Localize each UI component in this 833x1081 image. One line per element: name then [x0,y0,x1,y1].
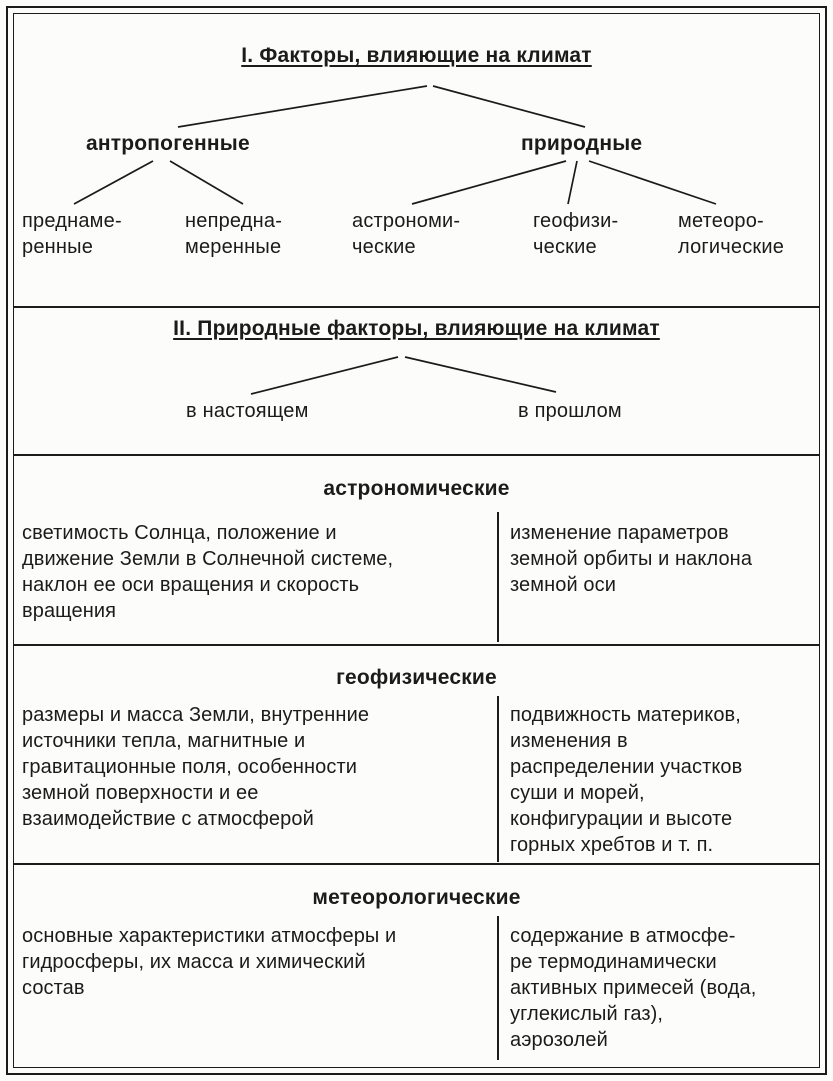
section1-leaf-geophysical: геофизи- ческие [533,210,619,258]
table-meteorological-header: метеорологические [312,886,521,909]
outer-border [6,6,827,1075]
divider-2 [14,454,819,456]
divider-4 [14,863,819,865]
table-geophysical-past-cell: подвижность материков, изменения в распр… [510,704,743,856]
section1-title: I. Факторы, влияющие на климат [241,44,592,67]
inner-border [13,13,820,1068]
section1-branch-anthropogenic: антропогенные [86,132,250,155]
divider-3 [14,644,819,646]
section2-leaf-past: в прошлом [518,400,622,422]
table-astronomical-present-cell: светимость Солнца, положение и движение … [22,522,394,622]
section1-leaf-astronomical: астрономи- ческие [352,210,461,258]
section2-title: II. Природные факторы, влияющие на клима… [173,317,660,340]
table-astronomical-past-cell: изменение параметров земной орбиты и нак… [510,522,753,596]
section1-branch-natural: природные [521,132,643,155]
table-meteorological-present-cell: основные характеристики атмосферы и гидр… [22,925,397,999]
table-astronomical-column-divider [497,512,499,642]
table-geophysical-present-cell: размеры и масса Земли, внутренние источн… [22,704,370,830]
section2-leaf-present: в настоящем [186,400,309,422]
table-astronomical-header: астрономические [323,477,510,500]
table-geophysical-column-divider [497,696,499,862]
divider-1 [14,306,819,308]
section1-leaf-meteorological: метеоро- логические [678,210,785,258]
table-geophysical-header: геофизические [336,666,497,689]
section1-leaf-intentional: преднаме- ренные [22,210,122,258]
table-meteorological-column-divider [497,916,499,1060]
section1-leaf-unintentional: непредна- меренные [185,210,283,258]
table-meteorological-past-cell: содержание в атмосфе- ре термодинамическ… [510,925,757,1051]
